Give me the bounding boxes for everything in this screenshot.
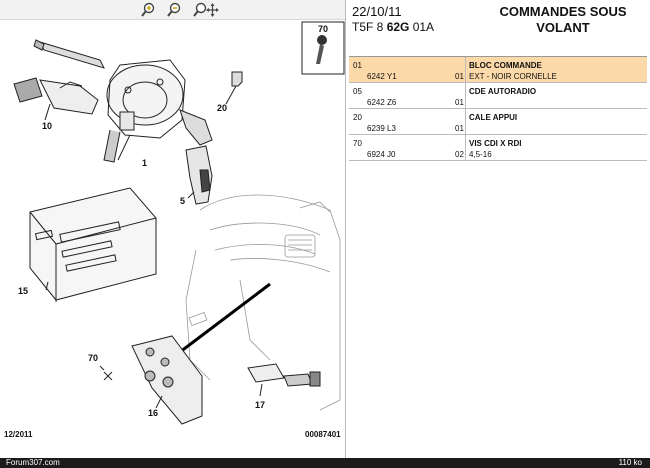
part-70-screw (99, 365, 113, 381)
diagram-toolbar (0, 0, 345, 20)
zoom-pan-icon (193, 2, 219, 17)
part-note: EXT - NOIR CORNELLE (469, 72, 557, 81)
part-5-radio-control (185, 145, 213, 205)
steering-switch-assembly (33, 39, 213, 163)
part-reference: 6242 Z6 (367, 98, 397, 107)
diagram-date: 12/2011 (4, 430, 33, 439)
callout-15: 15 (18, 286, 29, 296)
ref-code: 62G (386, 20, 410, 34)
part-16-bracket (131, 335, 203, 425)
dashboard-outline (185, 194, 341, 411)
part-reference: 6239 L3 (367, 124, 396, 133)
part-10-switch (13, 77, 99, 121)
ref-prefix: T5F 8 (352, 20, 387, 34)
diagram-pane: 10 20 1 5 15 70 16 17 70 12/2011 0008740… (0, 0, 345, 439)
parts-table-row[interactable]: 20 6239 L3 01 CALE APPUI (349, 109, 647, 135)
ref-suffix: 01A (409, 20, 435, 34)
part-reference: 6924 J0 (367, 150, 396, 159)
exploded-parts-diagram (13, 21, 345, 425)
part-reference: 6242 Y1 (367, 72, 397, 81)
part-description: CDE AUTORADIO (469, 87, 537, 96)
part-quantity: 01 (455, 124, 464, 133)
column-divider (465, 83, 466, 108)
callout-1: 1 (142, 158, 148, 168)
parts-pane: 22/10/11 T5F 8 62G 01A COMMANDES SOUS VO… (345, 0, 650, 458)
part-number: 01 (353, 61, 362, 70)
zoom-in-button[interactable] (140, 2, 158, 18)
callout-70: 70 (88, 353, 99, 363)
part-description: CALE APPUI (469, 113, 518, 122)
status-bar: Forum307.com 110 ko (0, 458, 650, 468)
part-description: BLOC COMMANDE (469, 61, 542, 70)
parts-header: 22/10/11 T5F 8 62G 01A COMMANDES SOUS VO… (350, 2, 647, 36)
zoom-out-icon (167, 2, 181, 17)
header-reference: T5F 8 62G 01A (352, 20, 434, 34)
inset-callout-70: 70 (318, 24, 329, 34)
site-label: Forum307.com (6, 458, 60, 467)
parts-table-row[interactable]: 05 6242 Z6 01 CDE AUTORADIO (349, 83, 647, 109)
page-title: COMMANDES SOUS VOLANT (499, 4, 627, 35)
parts-table-row[interactable]: 70 6924 J0 02 VIS CDI X RDI 4,5-16 (349, 135, 647, 161)
callout-10: 10 (42, 121, 53, 131)
column-divider (465, 135, 466, 160)
part-quantity: 01 (455, 98, 464, 107)
diagram-code: 00087401 (305, 430, 341, 439)
part-description: VIS CDI X RDI (469, 139, 522, 148)
callout-16: 16 (148, 408, 159, 418)
parts-table-row[interactable]: 01 6242 Y1 01 BLOC COMMANDE EXT - NOIR CORNE… (349, 57, 647, 83)
part-15-radio-unit (29, 187, 157, 302)
screw-inset (301, 21, 345, 75)
part-quantity: 01 (455, 72, 464, 81)
zoom-out-button[interactable] (166, 2, 184, 18)
part-number: 20 (353, 113, 362, 122)
zoom-in-icon (141, 2, 155, 17)
callout-20: 20 (217, 103, 228, 113)
part-note: 4,5-16 (469, 150, 492, 159)
part-17-connector (247, 363, 321, 397)
zoom-pan-button[interactable] (193, 2, 219, 18)
part-quantity: 02 (455, 150, 464, 159)
callout-5: 5 (180, 196, 186, 206)
parts-table: 01 6242 Y1 01 BLOC COMMANDE EXT - NOIR CORNE… (349, 56, 647, 161)
column-divider (465, 109, 466, 134)
part-20-clip (225, 71, 243, 105)
header-date: 22/10/11 (352, 4, 402, 19)
callout-17: 17 (255, 400, 266, 410)
column-divider (465, 57, 466, 82)
part-number: 70 (353, 139, 362, 148)
file-size: 110 ko (618, 458, 642, 467)
part-number: 05 (353, 87, 362, 96)
